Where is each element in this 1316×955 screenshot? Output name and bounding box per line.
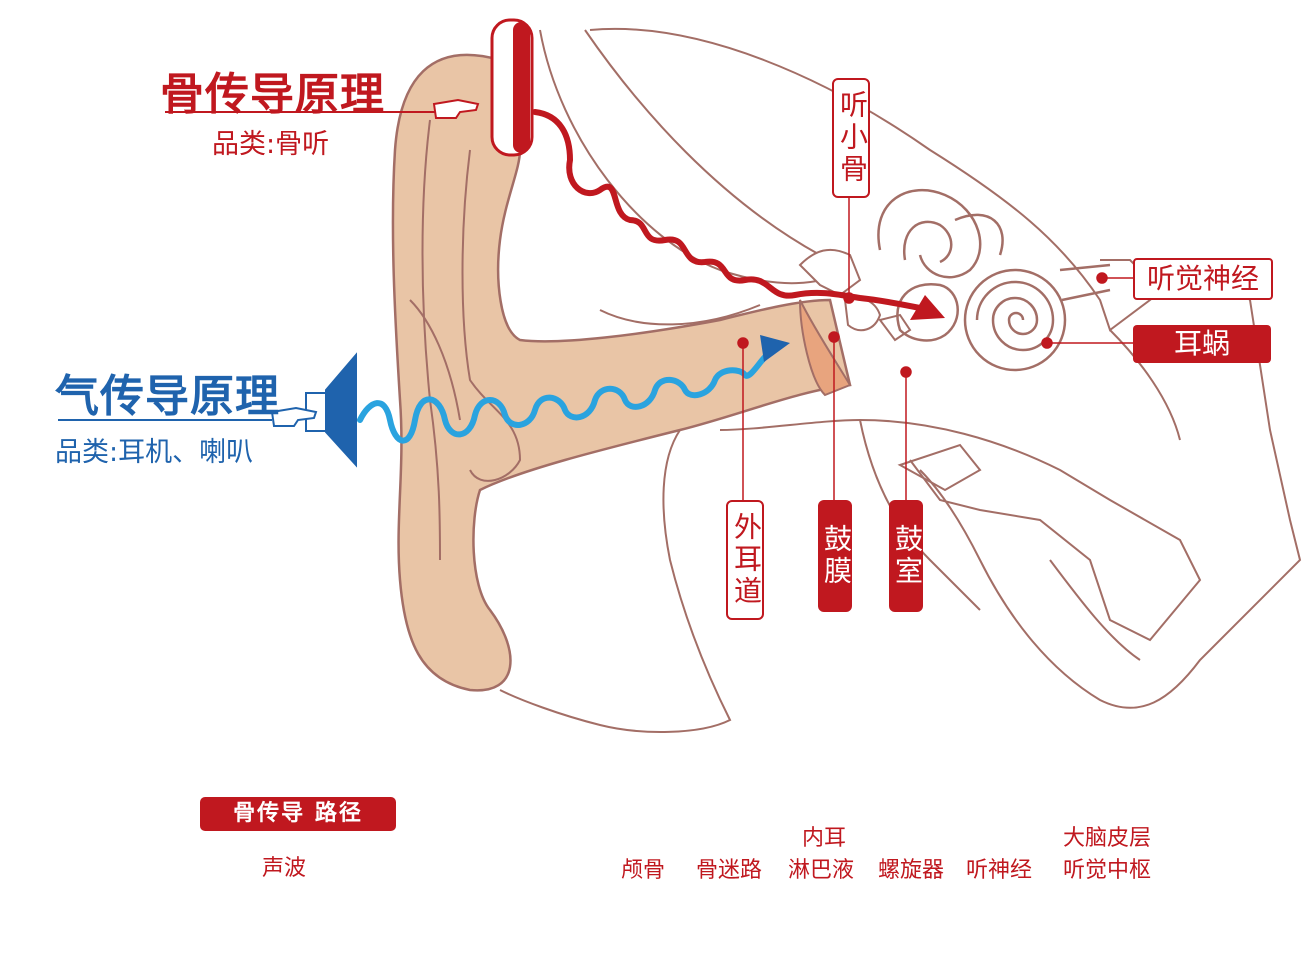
bone-arrow-head [910, 295, 945, 320]
path-step-inner-ear: 内耳 [802, 826, 847, 851]
leader-lines [737, 180, 1135, 500]
air-conduction-category: 品类:耳机、喇叭 [55, 437, 254, 468]
label-ear-canal: 外耳道 [726, 500, 764, 620]
outer-ear [391, 53, 852, 692]
inner-ear-shape [877, 188, 1111, 372]
path-step-nerve: 听神经 [966, 858, 1033, 883]
path-step-organ-of-corti: 螺旋器 [878, 858, 945, 883]
path-step-cortex: 大脑皮层 [1063, 826, 1152, 851]
label-tympanic-cavity: 鼓室 [889, 500, 924, 612]
path-step-skull: 颅骨 [621, 858, 666, 883]
bone-path-badge: 骨传导 路径 [200, 797, 396, 831]
label-ossicles: 听小骨 [832, 78, 870, 198]
air-arrow-head [760, 335, 790, 362]
path-step-sound-wave: 声波 [262, 856, 307, 881]
label-eardrum: 鼓膜 [818, 500, 853, 612]
path-step-auditory-center: 听觉中枢 [1063, 858, 1152, 883]
bone-conduction-category: 品类:骨听 [212, 129, 330, 160]
pointing-hand-icon-blue [270, 406, 318, 427]
speaker-device [305, 352, 357, 468]
ossicles-shape [798, 248, 912, 342]
air-conduction-title: 气传导原理 [55, 371, 280, 422]
air-conduction-wave [357, 349, 773, 444]
label-cochlea: 耳蜗 [1133, 325, 1271, 363]
path-step-labyrinth: 骨迷路 [696, 858, 763, 883]
bone-conduction-device [490, 18, 534, 157]
label-auditory-nerve: 听觉神经 [1133, 258, 1273, 300]
bone-conduction-wave [532, 109, 923, 311]
bone-conduction-title: 骨传导原理 [160, 69, 385, 120]
path-step-lymph: 淋巴液 [788, 858, 855, 883]
pointing-hand-icon-red [432, 98, 480, 119]
